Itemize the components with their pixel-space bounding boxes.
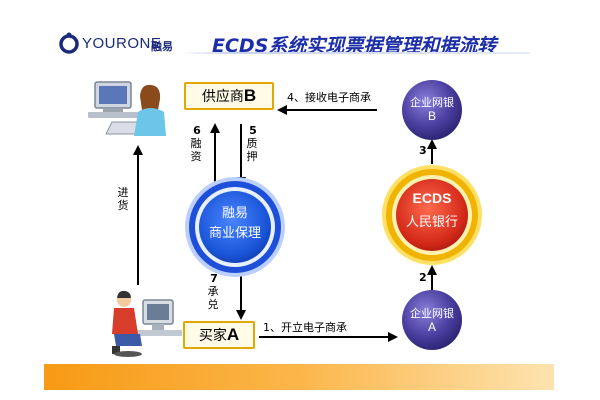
- flow-6-text: 融资: [190, 137, 202, 163]
- buyer-label: 买家: [198, 328, 227, 344]
- ecds-line1: ECDS: [412, 190, 452, 206]
- bank-a-label: 企业网银 A: [402, 302, 462, 342]
- flow-7-text: 承兑: [207, 285, 219, 311]
- flow-7-label: 7 承兑: [207, 272, 221, 311]
- supplier-label: 供应商: [201, 89, 244, 105]
- logo-text: YOURONE: [82, 35, 162, 52]
- bank-b-circle: [402, 80, 462, 140]
- bank-b-line1: 企业网银: [410, 96, 454, 109]
- flow-6-label: 6 融资: [190, 124, 204, 163]
- bank-b-line2: B: [427, 109, 436, 123]
- bank-a-line1: 企业网银: [410, 307, 454, 320]
- flow-1-label: 1、开立电子商承: [263, 321, 347, 334]
- ecds-label: ECDS 人民银行: [392, 190, 472, 240]
- factoring-core: [199, 191, 271, 263]
- delivery-label: 进货: [117, 186, 131, 212]
- buyer-person-icon: [112, 290, 182, 357]
- flow-5-text: 质押: [246, 137, 258, 163]
- factoring-label: 融易 商业保理: [195, 202, 275, 252]
- bank-a-circle: [402, 290, 462, 350]
- supplier-suffix: B: [243, 86, 257, 105]
- header-divider: [180, 52, 530, 54]
- flow-4-label: 4、接收电子商承: [287, 91, 371, 104]
- bank-a-line2: A: [427, 320, 436, 334]
- flow-7-num: 7: [210, 272, 218, 285]
- flow-6-num: 6: [193, 124, 201, 137]
- ecds-line2: 人民银行: [405, 215, 458, 230]
- delivery-text: 进货: [117, 186, 129, 212]
- factoring-line2: 商业保理: [208, 226, 261, 241]
- flow-3-label: 3: [419, 144, 427, 157]
- supplier-person-icon: [88, 81, 166, 136]
- yourone-logo-icon: [59, 32, 79, 54]
- page-title: ECDS系统实现票据管理和据流转: [212, 35, 497, 57]
- flow-5-label: 5 质押: [246, 124, 260, 163]
- factoring-line1: 融易: [221, 206, 248, 221]
- logo-cn-text: 融易: [151, 40, 173, 53]
- footer-bar: [44, 364, 554, 390]
- buyer-suffix: A: [226, 325, 240, 344]
- flow-2-label: 2: [419, 271, 427, 284]
- bank-b-label: 企业网银 B: [402, 92, 462, 132]
- ecds-core: [396, 179, 468, 251]
- flow-5-num: 5: [249, 124, 257, 137]
